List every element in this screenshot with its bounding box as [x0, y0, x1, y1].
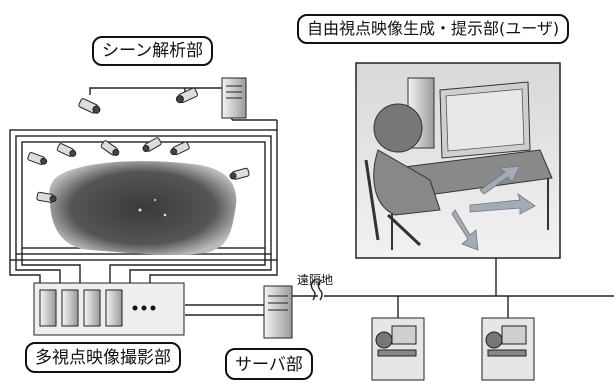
free-viewpoint-label: 自由視点映像生成・提示部(ユーザ): [297, 14, 570, 44]
server-label: サーバ部: [225, 348, 313, 380]
capture-sparkles: [138, 199, 167, 217]
user-workstation-illustration: [355, 62, 561, 259]
remote-user-thumbnail: [481, 317, 535, 381]
server-icon: [263, 285, 293, 339]
network-break-icon: [310, 279, 323, 301]
multi-view-capture-label: 多視点映像撮影部: [25, 342, 181, 373]
analysis-server-icon: [221, 77, 247, 119]
scene-analysis-label: シーン解析部: [92, 36, 214, 66]
camera-icon: [27, 87, 250, 203]
capture-pc-rack: [33, 282, 185, 336]
capture-volume: [49, 161, 237, 255]
remote-user-thumbnail: [371, 317, 425, 381]
remote-label: 遠隔地: [297, 273, 334, 287]
